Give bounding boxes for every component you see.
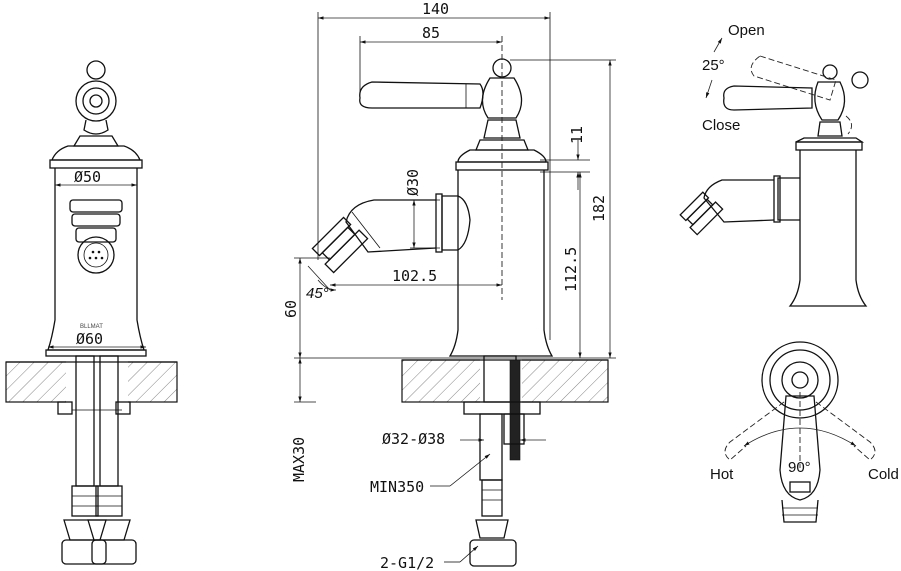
lever-top <box>779 395 821 501</box>
front-view: BLLMAT Ø50 Ø60 <box>5 60 178 565</box>
aerator-front <box>69 199 123 274</box>
dim-hose-length: MIN350 <box>370 478 424 496</box>
dim-hole-diameter: Ø32-Ø38 <box>382 430 445 448</box>
spout-side <box>311 193 471 274</box>
handle-knob-front <box>49 60 143 169</box>
label-swing-angle: 90° <box>788 459 811 476</box>
handle-lever-side <box>359 58 549 171</box>
handle-rotation-view: Open 25° Close <box>679 22 869 307</box>
dim-angle: 45° <box>306 285 329 302</box>
label-cold: Cold <box>868 466 899 483</box>
dim-handle-gap: 11 <box>568 126 586 144</box>
dim-deck-max: MAX30 <box>290 437 308 482</box>
dim-spout-reach: 102.5 <box>392 267 437 285</box>
dim-spout-diameter: Ø30 <box>404 169 422 196</box>
brand-mark: BLLMAT <box>80 324 103 330</box>
dim-body-diameter: Ø50 <box>74 168 101 186</box>
lever-open <box>750 55 837 101</box>
label-close: Close <box>702 117 740 134</box>
dim-deck-to-spout: 60 <box>282 300 300 318</box>
dim-base-diameter: Ø60 <box>76 330 103 348</box>
label-open: Open <box>728 22 765 39</box>
label-rotation-angle: 25° <box>702 57 725 74</box>
faucet-body-side <box>448 170 554 357</box>
lever-closed <box>723 85 813 111</box>
top-view: 90° Hot Cold <box>710 341 899 523</box>
dim-thread: 2-G1/2 <box>380 554 434 571</box>
dim-overall-length: 140 <box>422 0 449 18</box>
supply-pipes-front <box>57 355 137 565</box>
side-view: 140 85 Ø30 102.5 45° 60 MAX30 11 182 112… <box>282 0 616 571</box>
label-hot: Hot <box>710 466 734 483</box>
dim-spout-to-handle: 85 <box>422 24 440 42</box>
mounting-side <box>463 355 541 567</box>
dim-spout-height: 112.5 <box>562 247 580 292</box>
dim-total-height: 182 <box>590 195 608 222</box>
